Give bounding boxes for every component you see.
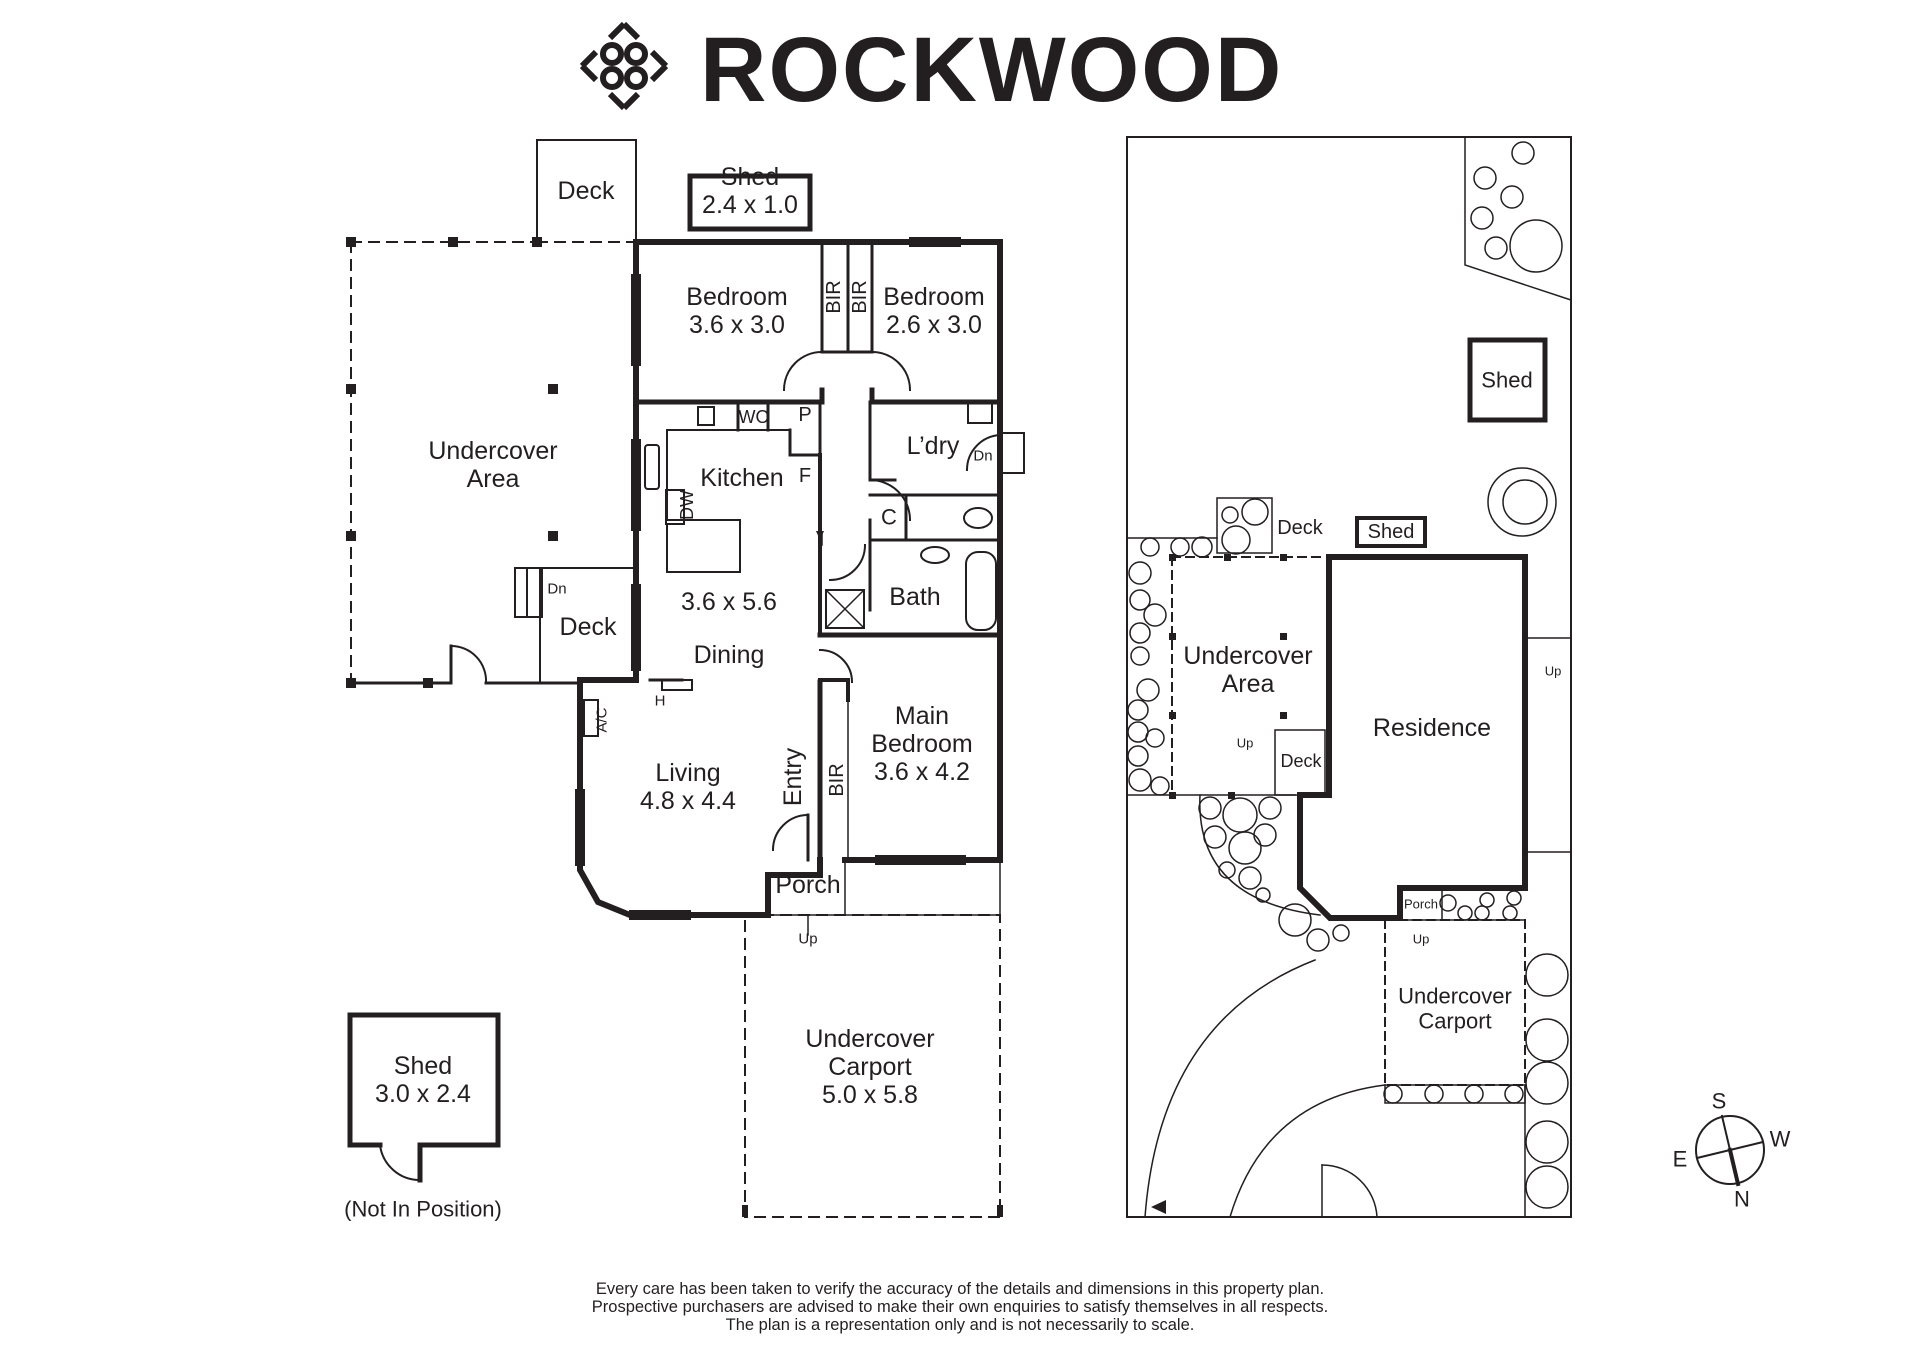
house-outer-wall: [633, 239, 1003, 863]
brand-name: ROCKWOOD: [700, 19, 1284, 121]
room-size: 2.6 x 3.0: [886, 311, 982, 339]
shed-detached-size: 3.0 x 2.4: [375, 1080, 471, 1108]
compass-west: W: [1769, 1126, 1791, 1152]
room-size: 3.6 x 4.2: [874, 758, 970, 786]
residence-outline: [1297, 554, 1528, 921]
tree-icons: [1127, 141, 1569, 1209]
room-size: 4.8 x 4.4: [640, 787, 736, 815]
site-shed-top-label: Shed: [1481, 367, 1533, 393]
dishwasher-label: DW: [676, 490, 697, 520]
room-label-living: Living 4.8 x 4.4: [640, 759, 736, 815]
site-carport-line2: Carport: [1418, 1008, 1492, 1033]
room-label-porch: Porch: [775, 871, 841, 899]
room-name: Bedroom: [883, 283, 985, 311]
carport-outline: [744, 914, 1001, 1218]
room-label-bath: Bath: [889, 583, 941, 611]
disclaimer: Every care has been taken to verify the …: [592, 1280, 1328, 1334]
disclaimer-line-1: Every care has been taken to verify the …: [595, 1280, 1325, 1298]
bir-label-2: BIR: [848, 280, 871, 314]
room-name-line2: Bedroom: [871, 730, 973, 758]
disclaimer-line-2: Prospective purchasers are advised to ma…: [591, 1298, 1329, 1317]
carport-label: Undercover Carport 5.0 x 5.8: [805, 1025, 934, 1109]
cupboard-label: C: [881, 504, 897, 530]
shed-detached-label: Shed 3.0 x 2.4: [375, 1052, 471, 1108]
shed-detached-outline: [347, 1012, 501, 1183]
undercover-area-line1: Undercover: [428, 437, 558, 465]
room-label-bedroom-3: Bedroom 2.6 x 3.0: [883, 283, 984, 339]
shed-small-name: Shed: [720, 163, 780, 191]
laundry-down-label: Dn: [973, 447, 993, 465]
shed-small-size: 2.4 x 1.0: [702, 191, 798, 219]
site-deck-top-label: Deck: [1277, 516, 1323, 539]
site-carport-line1: Undercover: [1398, 983, 1512, 1009]
site-deck-side-label: Deck: [1280, 750, 1322, 771]
site-boundary: [1126, 136, 1572, 1218]
shed-not-in-position-note: (Not In Position): [344, 1196, 502, 1222]
room-size-dining: 3.6 x 5.6: [681, 588, 777, 616]
carport-line1: Undercover: [805, 1025, 935, 1053]
fridge-label: F: [798, 464, 812, 487]
room-label-entry: Entry: [779, 747, 807, 807]
undercover-area-label: Undercover Area: [428, 437, 557, 493]
air-con-label: A/C: [593, 707, 611, 733]
diamond-rings-logo-icon: [579, 21, 669, 111]
carport-line2: Carport: [828, 1053, 912, 1081]
room-label-dining: Dining: [693, 641, 765, 669]
pantry-label: P: [798, 403, 812, 426]
disclaimer-line-3: The plan is a representation only and is…: [725, 1316, 1195, 1335]
deck-top-outline: [536, 139, 637, 243]
posts: [346, 237, 1287, 1217]
shed-small-outline: [687, 173, 813, 232]
site-undercover-area-label: Undercover Area: [1183, 642, 1312, 698]
bir-label-1: BIR: [822, 280, 845, 314]
room-label-laundry: L’dry: [906, 432, 960, 460]
compass-east: E: [1672, 1146, 1688, 1172]
compass-south: S: [1711, 1088, 1727, 1114]
compass-north: N: [1734, 1186, 1750, 1212]
site-undercover-line1: Undercover: [1183, 642, 1313, 670]
room-name-line1: Main: [894, 702, 950, 730]
site-carport-label: Undercover Carport: [1398, 984, 1512, 1033]
site-porch-label: Porch: [1404, 896, 1438, 912]
shed-detached-name: Shed: [393, 1052, 453, 1080]
undercover-area-line2: Area: [466, 465, 520, 493]
site-deck-up-label: Up: [1236, 735, 1254, 751]
room-label-main-bedroom: Main Bedroom 3.6 x 4.2: [871, 702, 972, 786]
site-porch-up-label: Up: [1412, 931, 1430, 947]
shed-small-label: Shed 2.4 x 1.0: [702, 163, 798, 219]
site-undercover-line2: Area: [1221, 670, 1275, 698]
site-residence-label: Residence: [1372, 714, 1492, 742]
room-name: Living: [655, 759, 721, 787]
site-shed-small-label: Shed: [1367, 520, 1415, 543]
room-label-kitchen: Kitchen: [700, 464, 784, 492]
porch-up-label: Up: [798, 930, 818, 948]
wall-oven-label: WO: [738, 406, 770, 427]
carport-size: 5.0 x 5.8: [822, 1081, 918, 1109]
bir-label-main: BIR: [825, 763, 848, 797]
site-side-up-label: Up: [1544, 663, 1562, 679]
deck-side-label: Deck: [559, 613, 617, 641]
room-size: 3.6 x 3.0: [689, 311, 785, 339]
room-name: Bedroom: [686, 283, 788, 311]
deck-top-label: Deck: [557, 177, 615, 205]
heater-label: H: [654, 692, 666, 710]
room-label-bedroom-2: Bedroom 3.6 x 3.0: [686, 283, 787, 339]
deck-down-label: Dn: [547, 580, 567, 598]
